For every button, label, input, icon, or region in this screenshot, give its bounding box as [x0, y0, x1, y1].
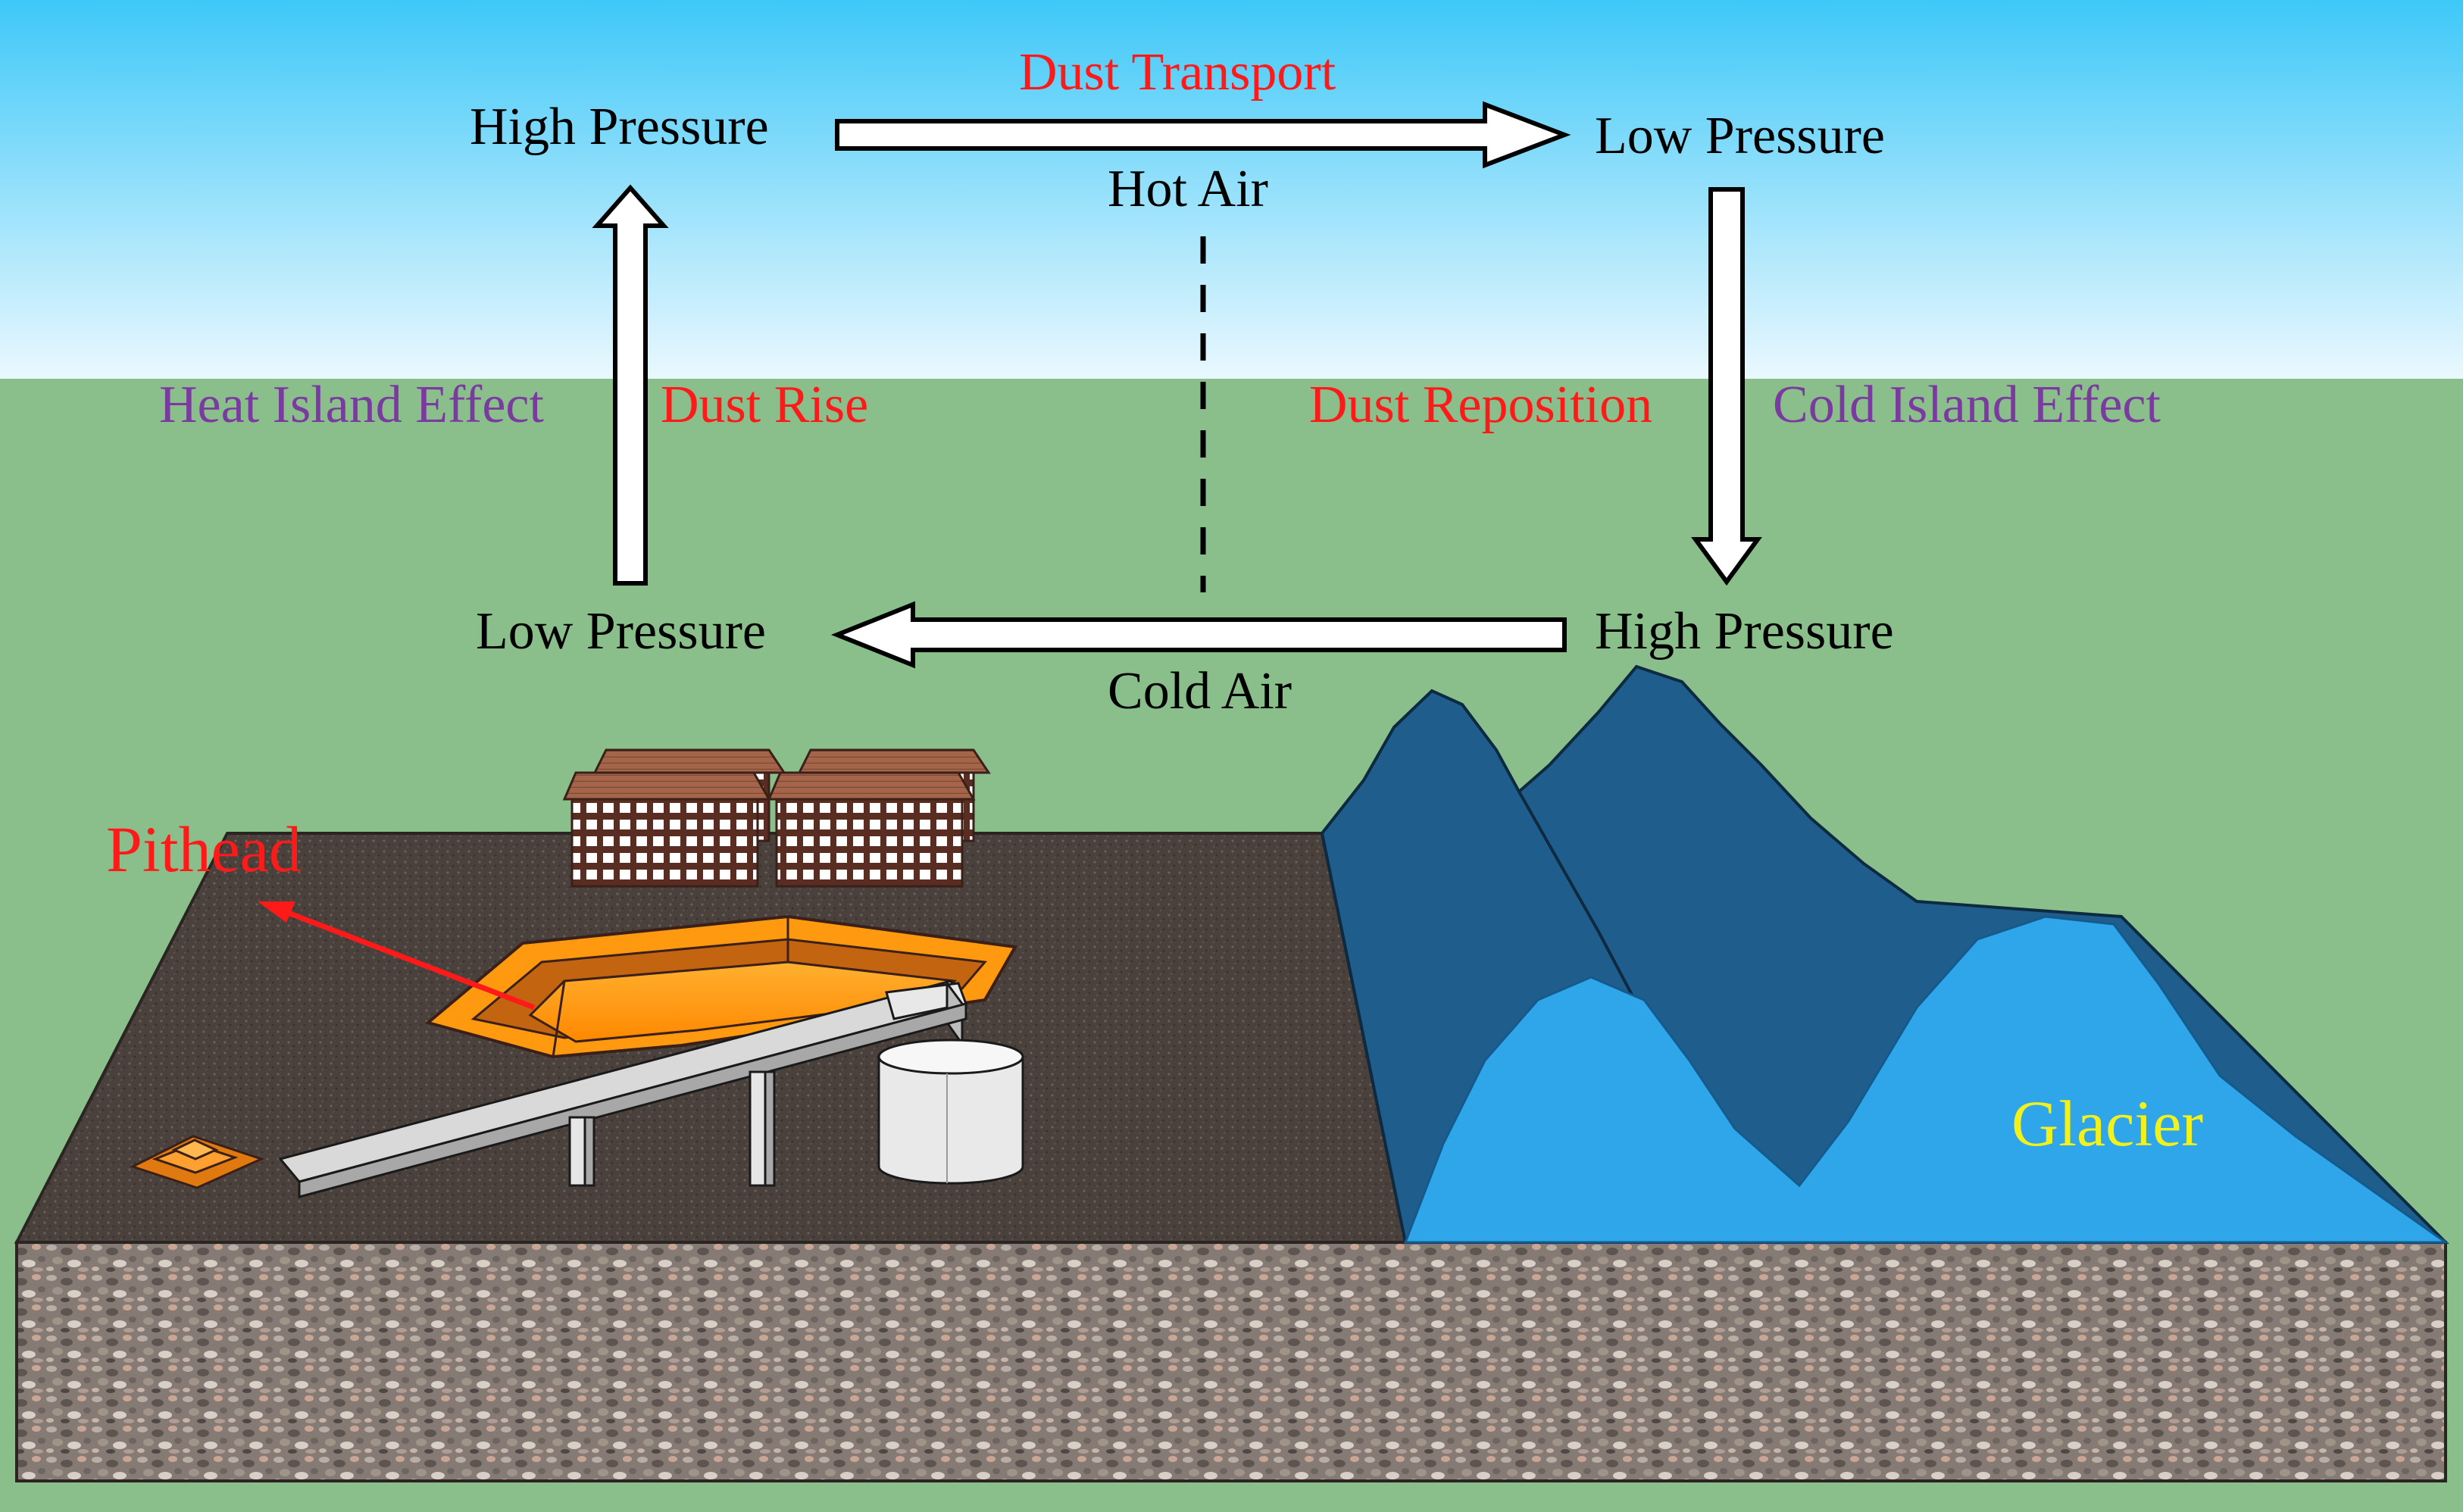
- label-glacier: Glacier: [2011, 1087, 2203, 1160]
- pithead-pointer-line: [283, 908, 536, 1011]
- label-cold-air: Cold Air: [1108, 662, 1292, 720]
- conveyor: [278, 979, 968, 1198]
- label-pithead: Pithead: [106, 813, 302, 886]
- sky: [0, 0, 2463, 379]
- glacier-area: [1403, 915, 2449, 1244]
- arrow-dust-rise: [592, 184, 669, 586]
- label-top-left-pressure: High Pressure: [470, 98, 769, 156]
- storage-tank: [877, 1039, 1024, 1185]
- label-heat-island: Heat Island Effect: [159, 376, 544, 434]
- pit-mine: [424, 914, 1018, 1059]
- arrow-dust-reposition: [1691, 187, 1762, 586]
- label-hot-air: Hot Air: [1108, 160, 1268, 218]
- label-cold-island: Cold Island Effect: [1773, 376, 2161, 434]
- arrow-cold-air: [830, 601, 1567, 669]
- arrow-dust-transport: [835, 101, 1571, 169]
- label-top-right-pressure: Low Pressure: [1595, 107, 1885, 165]
- label-dust-reposition: Dust Reposition: [1309, 376, 1652, 434]
- stepped-pile: [130, 1135, 265, 1189]
- ground-front-face: [15, 1241, 2447, 1482]
- label-dust-rise: Dust Rise: [661, 376, 868, 434]
- label-bottom-left-pressure: Low Pressure: [476, 602, 766, 661]
- buildings: [562, 748, 991, 888]
- pithead-pointer-head: [258, 901, 295, 923]
- label-dust-transport: Dust Transport: [1019, 43, 1336, 102]
- label-bottom-right-pressure: High Pressure: [1595, 602, 1894, 661]
